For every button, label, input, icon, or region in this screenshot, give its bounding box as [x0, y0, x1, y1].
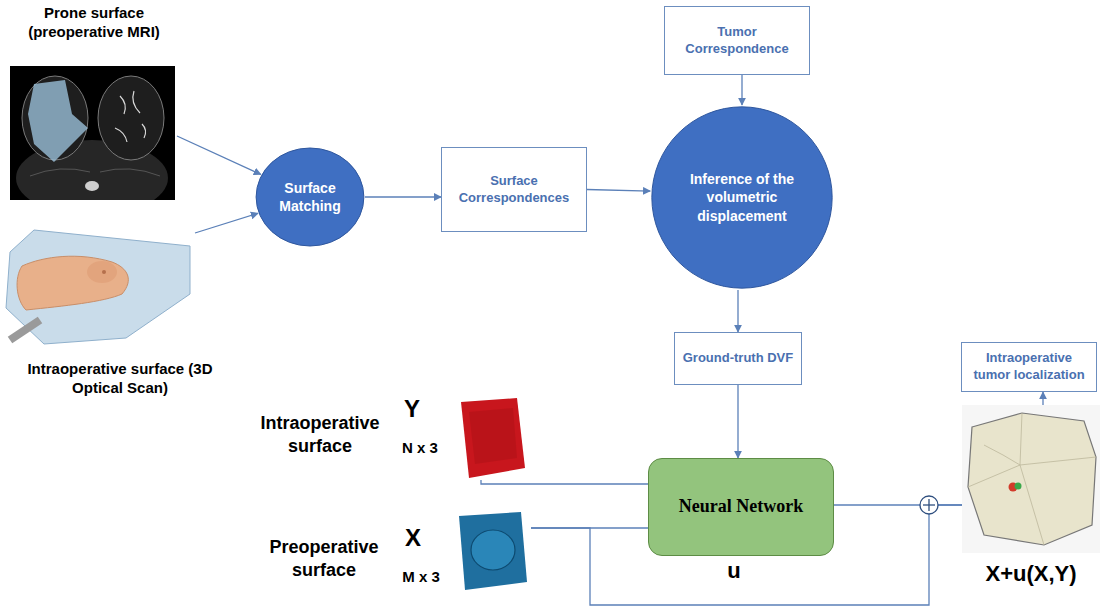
node-text: N x 3 — [390, 439, 450, 457]
data-box: Surface Correspondences — [441, 147, 587, 232]
node-text: Preoperative surface — [253, 536, 395, 583]
circle-outline — [255, 147, 365, 247]
node-text: Y — [400, 396, 424, 422]
surface-panel: Preoperative surfaceX M x 3 — [253, 508, 535, 596]
node-text: Prone surface (preoperative MRI) — [8, 4, 180, 42]
intraoperative-surface-image — [455, 398, 527, 480]
preoperative-surface-image — [455, 510, 531, 592]
node-text: Inference of the volumetric displacement — [676, 170, 808, 225]
mri-image — [10, 66, 175, 200]
node-text: Surface Correspondences — [449, 173, 579, 207]
data-box: Ground-truth DVF — [674, 332, 802, 385]
node-text: X+u(X,Y) — [960, 561, 1102, 587]
connector — [737, 385, 738, 458]
process-circle: Inference of the volumetric displacement — [650, 105, 834, 290]
network-box: Neural Network — [648, 458, 834, 556]
connector — [587, 190, 650, 192]
image-panel: Intraoperative surface (3D Optical Scan) — [2, 220, 238, 404]
node-text: Intraoperative surface (3D Optical Scan) — [2, 360, 238, 398]
sum-symbol — [918, 494, 940, 516]
connector — [481, 480, 648, 484]
surface-panel: Intraoperative surfaceY N x 3 — [244, 396, 534, 484]
node-text: Surface Matching — [267, 179, 353, 215]
connector — [195, 213, 258, 233]
connector — [1042, 392, 1043, 405]
data-box: Tumor Correspondence — [664, 6, 810, 75]
connector — [365, 196, 441, 197]
data-box: Intraoperative tumor localization — [961, 342, 1097, 392]
connector — [834, 504, 962, 505]
vector-label: u — [720, 558, 748, 584]
circle-shape — [256, 148, 364, 246]
process-circle: Surface Matching — [255, 147, 365, 247]
connector — [737, 290, 738, 332]
connector — [177, 136, 261, 175]
circle-shape — [652, 107, 832, 288]
connector — [741, 75, 742, 105]
node-text: Tumor Correspondence — [672, 24, 802, 58]
deformed-mesh-image — [962, 405, 1100, 553]
image-panel: Prone surface (preoperative MRI) — [8, 4, 180, 202]
node-text: Ground-truth DVF — [683, 350, 793, 367]
result-panel: X+u(X,Y) — [960, 403, 1102, 595]
node-text: Intraoperative tumor localization — [967, 350, 1091, 384]
node-text: Intraoperative surface — [244, 412, 396, 459]
node-text: X — [400, 525, 426, 551]
optical-scan-image — [4, 222, 194, 352]
node-text: Neural Network — [679, 495, 803, 518]
node-text: M x 3 — [389, 568, 453, 586]
